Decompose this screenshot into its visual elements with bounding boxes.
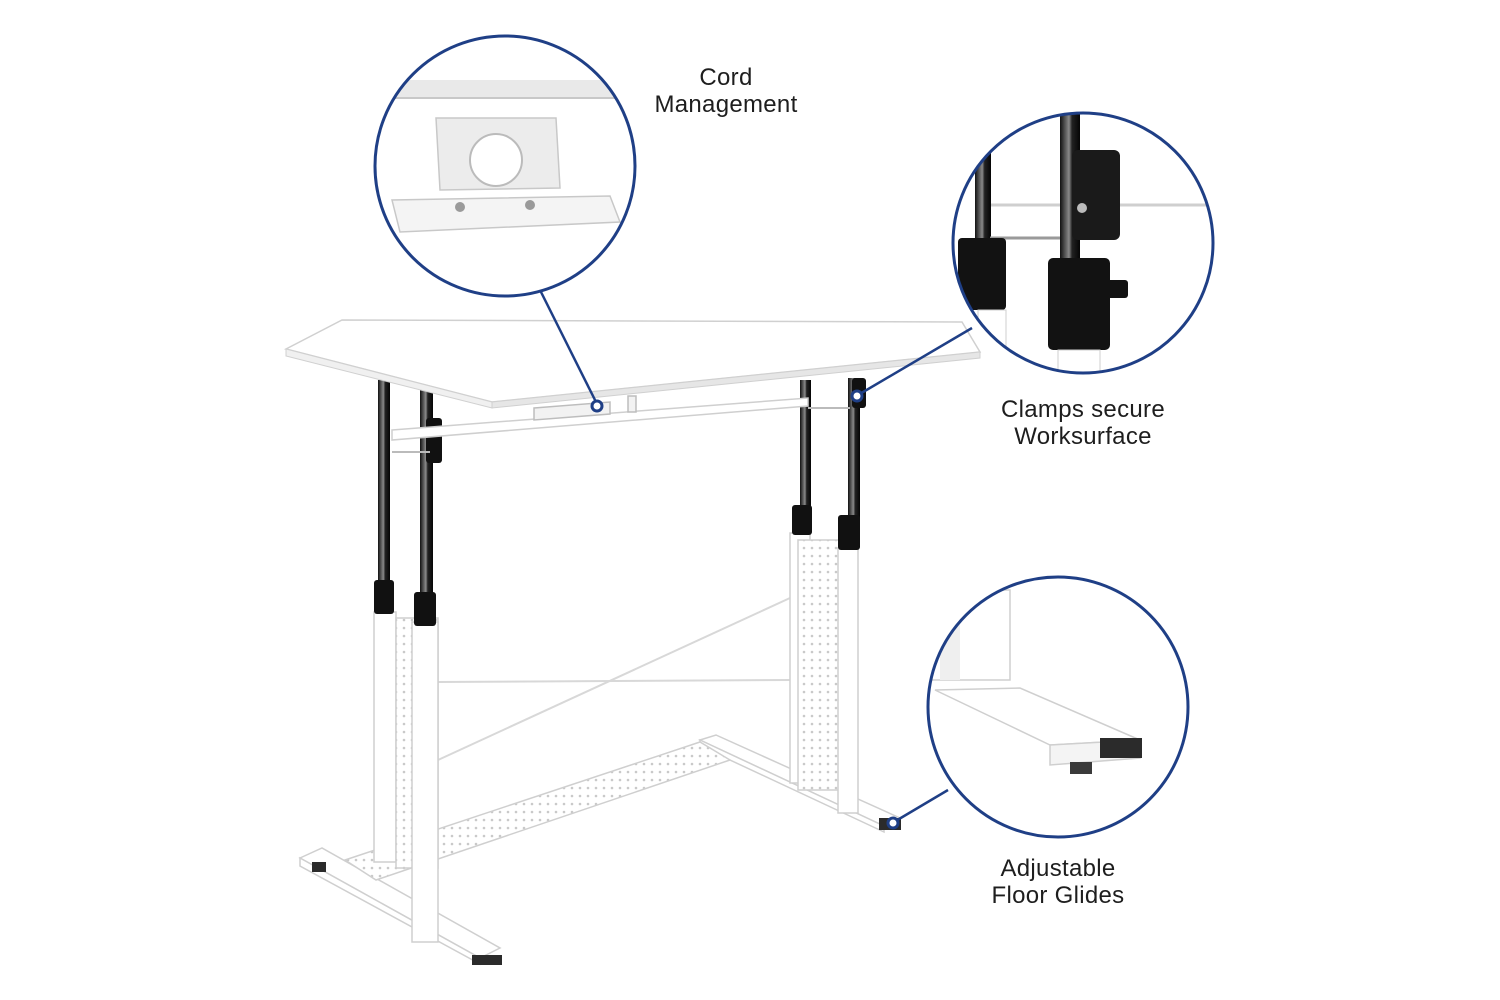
floor-glides-label-line2: Floor Glides (991, 882, 1125, 909)
clamps-label-line1: Clamps secure (1001, 396, 1165, 423)
footrest-panel (343, 741, 732, 881)
desk (283, 319, 982, 966)
callout-leaders (538, 289, 973, 824)
clamps-label-line2: Worksurface (1014, 423, 1152, 450)
floor-glides-zoom (926, 575, 1190, 839)
clamps-zoom (951, 111, 1215, 375)
left-lower-legs (373, 611, 439, 943)
right-lower-legs (789, 532, 859, 814)
cord-management-label: Cord Management (626, 64, 826, 118)
frame-bar (391, 397, 809, 441)
cord-management-label-line1: Cord (699, 64, 753, 91)
floor-glides-label: Adjustable Floor Glides (958, 855, 1158, 909)
clamps-label: Clamps secure Worksurface (968, 396, 1198, 450)
desktop-surface (283, 319, 982, 409)
floor-glides-label-line1: Adjustable (1000, 855, 1116, 882)
callout-anchor-dots (590, 389, 900, 830)
cord-management-zoom (373, 34, 637, 298)
cord-management-label-line2: Management (654, 91, 798, 118)
cross-brace (437, 597, 791, 761)
